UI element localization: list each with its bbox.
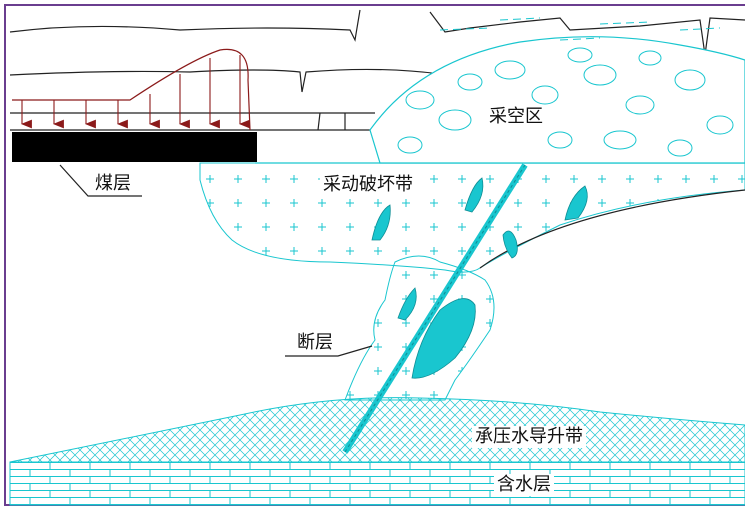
goaf-label: 采空区	[486, 106, 546, 128]
fault-plane	[342, 163, 528, 454]
load-arrows	[20, 55, 250, 129]
aquifer-label: 含水层	[494, 474, 554, 496]
abutment-pressure-curve	[12, 48, 251, 131]
water-fissures	[371, 177, 588, 379]
confined-water-rise-zone-label: 承压水导升带	[472, 426, 586, 448]
confined-water-rise-zone	[9, 397, 745, 463]
mining-fracture-zone-label: 采动破坏带	[320, 174, 416, 196]
goaf-rock-zone	[369, 17, 745, 164]
leader-lines	[59, 164, 373, 357]
aquifer-layer	[9, 461, 745, 506]
mining-fracture-zone	[199, 162, 745, 273]
coal-seam	[12, 132, 257, 162]
coal-seam-label: 煤层	[95, 173, 131, 194]
fault-label: 断层	[297, 332, 333, 353]
